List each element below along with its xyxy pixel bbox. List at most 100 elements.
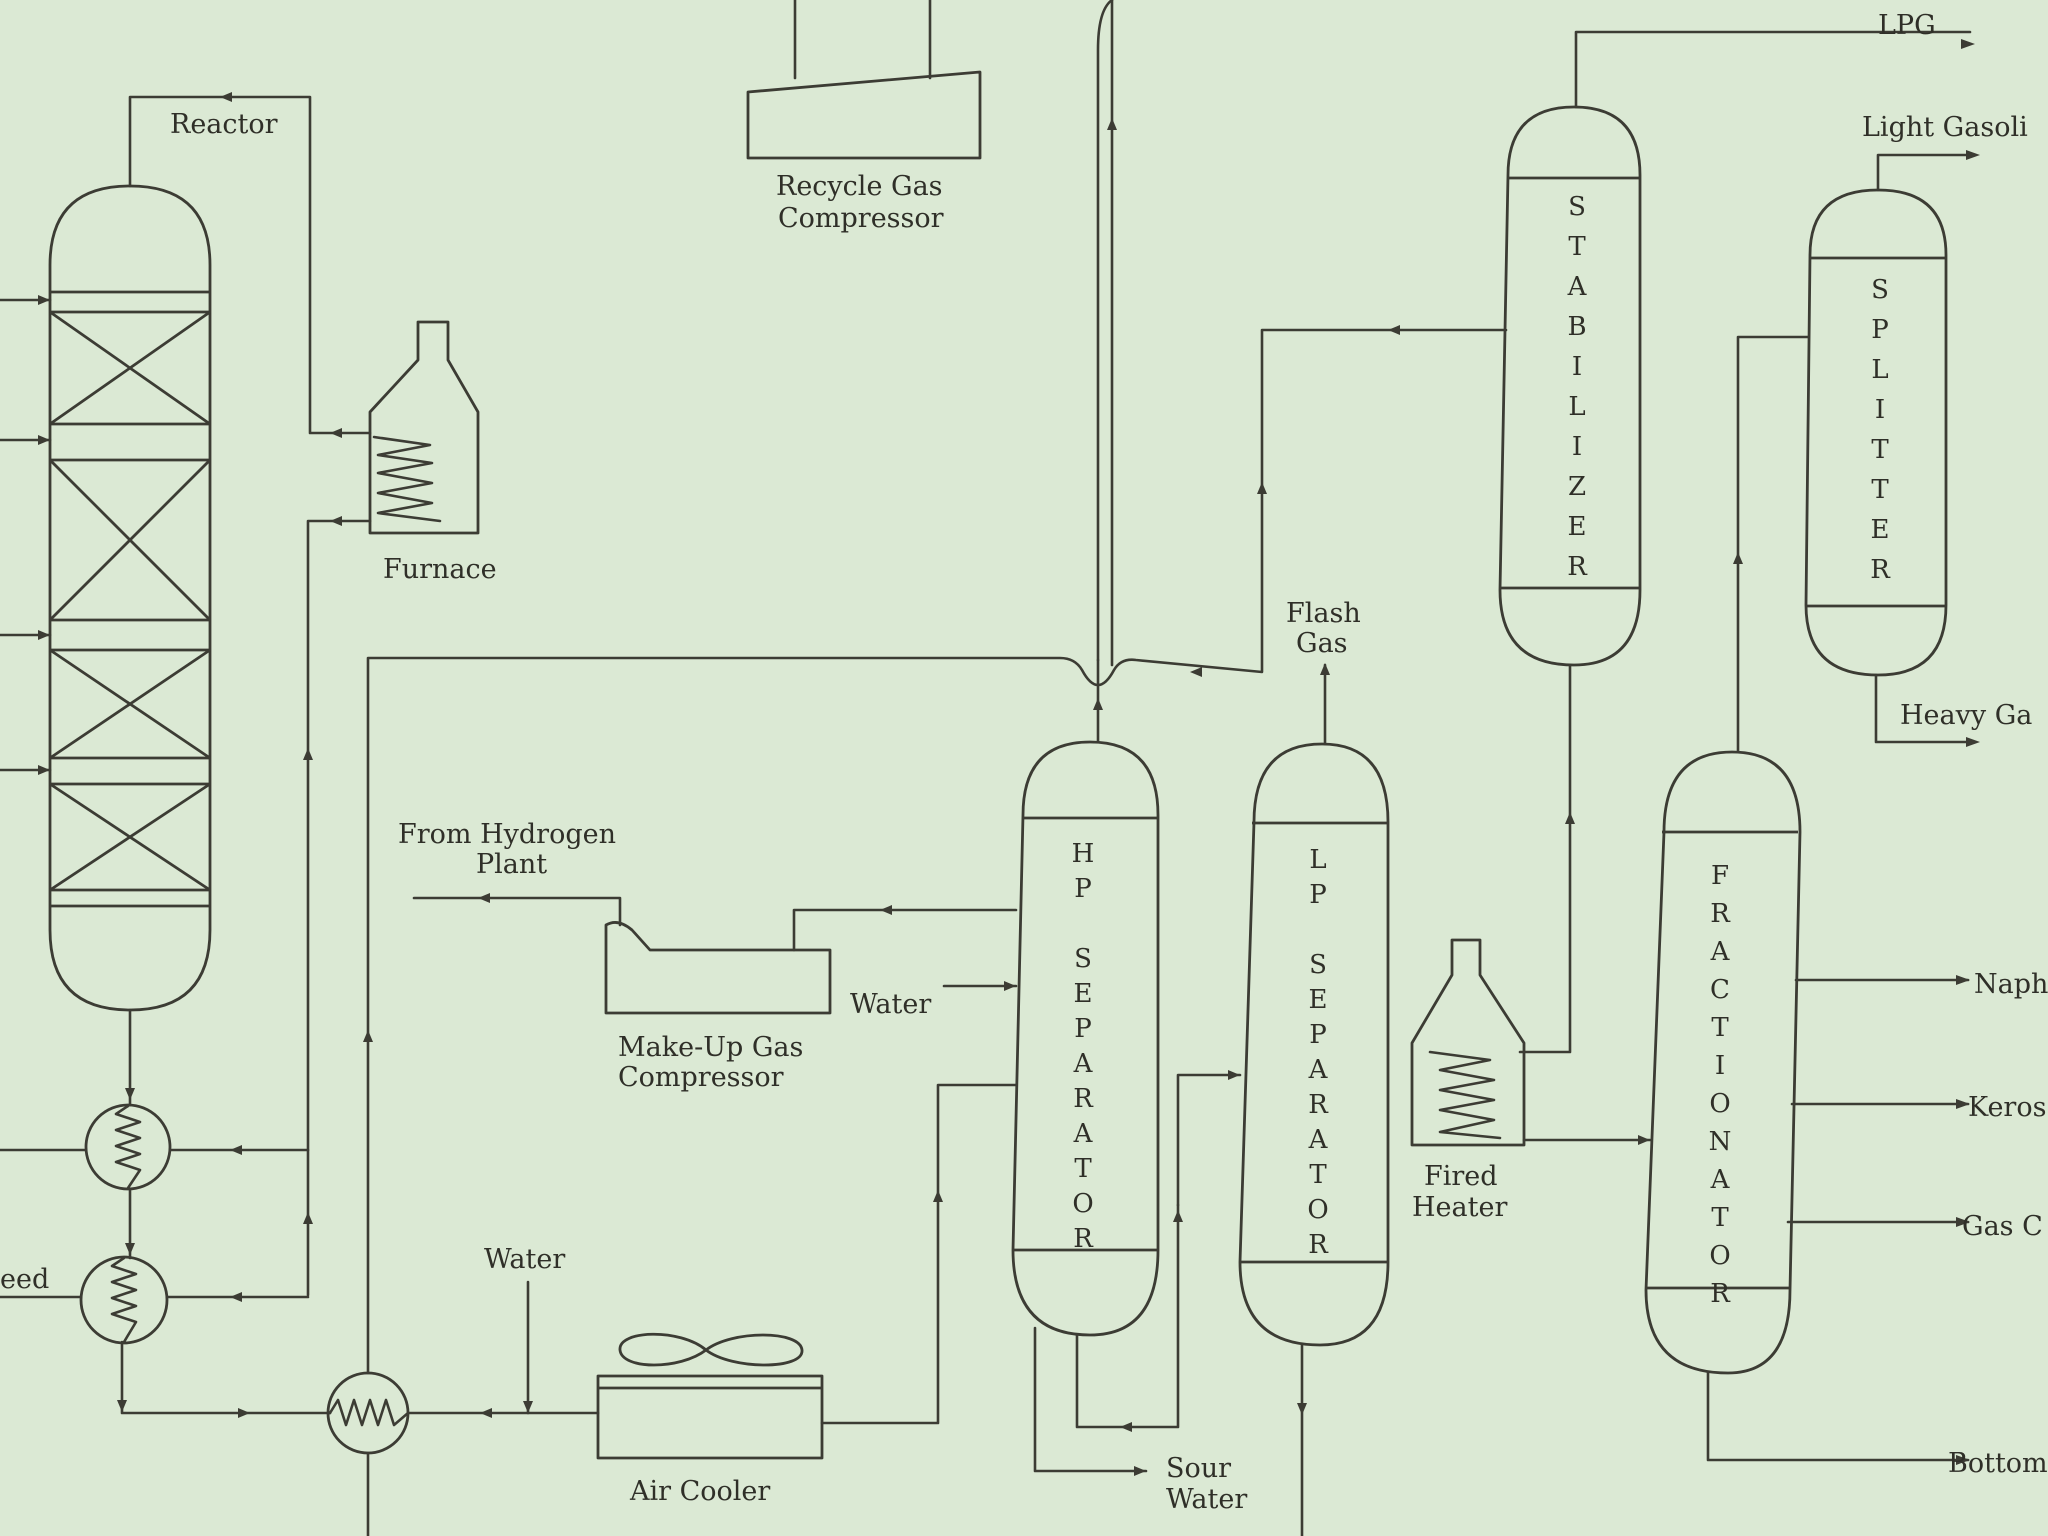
heat-exchanger-3 xyxy=(326,1371,410,1455)
lp-bottoms-line xyxy=(1297,1343,1307,1536)
vessel-letter: T xyxy=(1711,1013,1729,1043)
fired-heater-label-1: Fired xyxy=(1424,1161,1498,1192)
fractionator-overhead-line xyxy=(1733,335,1810,754)
vessel-letter: O xyxy=(1072,1189,1093,1219)
vessel-letter: A xyxy=(1710,1165,1731,1195)
vessel-letter: Z xyxy=(1568,472,1586,502)
vessel-letter: E xyxy=(1074,979,1093,1009)
from-hydrogen-plant-label-2: Plant xyxy=(476,849,547,880)
catalyst-bed-1 xyxy=(49,310,211,426)
hp-separator xyxy=(1011,740,1160,1337)
vessel-letter: S xyxy=(1074,944,1092,974)
vessel-letter: S xyxy=(1871,275,1889,305)
stabilizer xyxy=(1498,105,1642,667)
vessel-letter: P xyxy=(1309,880,1327,910)
vessel-letter: S xyxy=(1568,192,1586,222)
vessel-letter: O xyxy=(1307,1195,1328,1225)
vessel-letter: P xyxy=(1074,874,1092,904)
fractionator xyxy=(1644,750,1802,1375)
fired-heater-outlet-line xyxy=(1522,1135,1652,1145)
make-up-gas-discharge-line xyxy=(792,905,1018,952)
gas-oil-label: Gas C xyxy=(1962,1211,2043,1242)
vessel-letter: I xyxy=(1572,352,1582,382)
kerosene-label: Keros xyxy=(1968,1092,2046,1123)
water-label-top: Water xyxy=(850,989,931,1020)
vessel-letter: A xyxy=(1073,1119,1094,1149)
flash-gas-label-1: Flash xyxy=(1286,598,1361,629)
vessel-letter: L xyxy=(1871,355,1888,385)
vessel-letter: R xyxy=(1710,1279,1731,1309)
catalyst-bed-2 xyxy=(49,459,211,621)
vessel-letter: T xyxy=(1309,1160,1327,1190)
naphtha-label: Naph xyxy=(1974,969,2048,1000)
vessel-letter: H xyxy=(1072,839,1095,869)
light-gasoline-label: Light Gasoli xyxy=(1862,112,2028,143)
heat-exchanger-1 xyxy=(84,1103,172,1191)
water-label-bottom: Water xyxy=(484,1244,565,1275)
lpg-label: LPG xyxy=(1878,10,1936,41)
fired-heater-label-2: Heater xyxy=(1412,1192,1507,1223)
fired-heater xyxy=(1410,938,1526,1147)
vessel-letter: L xyxy=(1309,845,1326,875)
vessel-letter: I xyxy=(1572,432,1582,462)
quench-lines xyxy=(0,295,52,775)
vessel-letter: A xyxy=(1308,1055,1329,1085)
air-cooler-inlet-line xyxy=(406,1408,600,1418)
product-lines xyxy=(1706,975,1970,1465)
vessel-letter: E xyxy=(1309,985,1328,1015)
vessel-letter: P xyxy=(1871,315,1889,345)
vessel-letter: A xyxy=(1710,937,1731,967)
hp-bottoms-lines xyxy=(1033,1070,1242,1476)
flash-gas-line xyxy=(1320,663,1330,746)
make-up-gas-compressor xyxy=(604,921,832,1015)
recycle-gas-compressor-label-1: Recycle Gas xyxy=(776,171,943,202)
vessel-letter: E xyxy=(1568,512,1587,542)
fired-heater-coil-icon xyxy=(1428,1050,1502,1140)
vessel-letter: A xyxy=(1073,1049,1094,1079)
vessel-letter: R xyxy=(1073,1084,1094,1114)
vessel-letter: O xyxy=(1709,1089,1730,1119)
lp-separator xyxy=(1238,742,1390,1347)
vessel-letter: P xyxy=(1074,1014,1092,1044)
vessel-letter: R xyxy=(1567,552,1588,582)
light-gasoline-line xyxy=(1876,150,1980,192)
vessel-letter: A xyxy=(1308,1125,1329,1155)
reactor-outlet-line xyxy=(117,1008,332,1418)
vessel-letter: I xyxy=(1875,395,1885,425)
stabilizer-bottoms-line xyxy=(1518,663,1575,1054)
recycle-gas-compressor-label-2: Compressor xyxy=(778,203,944,234)
vessel-letter: I xyxy=(1715,1051,1725,1081)
vessel-letter: N xyxy=(1709,1127,1732,1157)
from-hydrogen-plant-label-1: From Hydrogen xyxy=(398,819,616,850)
vessel-letter: T xyxy=(1871,435,1889,465)
bottoms-label: Bottom xyxy=(1948,1448,2048,1479)
reactor-inlet-line xyxy=(128,92,372,438)
vessel-letter: R xyxy=(1710,899,1731,929)
vessel-letter: A xyxy=(1567,272,1588,302)
wash-water-arrow xyxy=(523,1401,533,1413)
vessel-letter: T xyxy=(1568,232,1586,262)
vessel-letter: B xyxy=(1567,312,1586,342)
fan-icon xyxy=(618,1332,804,1367)
air-cooler-label: Air Cooler xyxy=(629,1476,770,1507)
vessel-letter: R xyxy=(1308,1090,1329,1120)
cooler-to-hp-line xyxy=(820,1083,1018,1425)
lpg-line xyxy=(1574,30,1975,109)
sour-water-label-2: Water xyxy=(1166,1484,1247,1515)
vessel-letter: T xyxy=(1711,1203,1729,1233)
vessel-letter: L xyxy=(1568,392,1585,422)
recycle-gas-compressor xyxy=(746,0,982,160)
feed-label: eed xyxy=(0,1264,49,1295)
furnace-feed-line xyxy=(303,516,372,1297)
air-cooler xyxy=(596,1332,824,1460)
heavy-gasoline-label: Heavy Ga xyxy=(1900,700,2032,731)
heavy-gasoline-line xyxy=(1874,673,1980,747)
heat-exchanger-2 xyxy=(79,1255,169,1345)
exchanger-1-cold-side xyxy=(0,1145,310,1155)
